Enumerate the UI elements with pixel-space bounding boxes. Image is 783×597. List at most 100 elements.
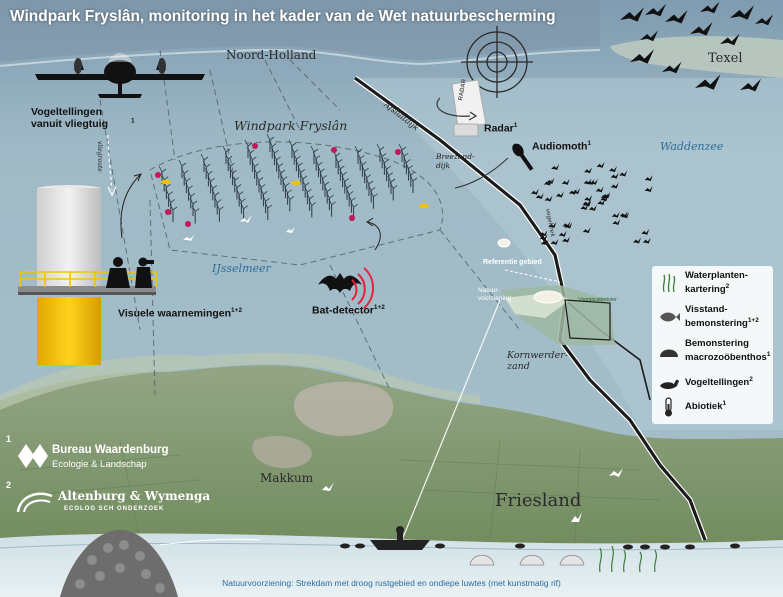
bird bbox=[584, 195, 593, 202]
label-makkum: Makkum bbox=[260, 471, 314, 485]
bird bbox=[630, 49, 654, 64]
wind-turbine bbox=[216, 203, 224, 222]
page-title: Windpark Fryslân, monitoring in het kade… bbox=[10, 8, 556, 25]
wind-turbine bbox=[191, 205, 200, 224]
ducks-on-water bbox=[340, 543, 740, 550]
bird bbox=[612, 218, 621, 225]
wind-turbine bbox=[389, 182, 398, 201]
buoy-marker bbox=[161, 179, 171, 185]
bird bbox=[720, 33, 740, 46]
bat-arrow bbox=[367, 221, 381, 251]
wind-turbine bbox=[189, 197, 198, 216]
plane-icon bbox=[35, 53, 205, 98]
bird bbox=[645, 3, 667, 17]
plane-flight-path bbox=[107, 134, 113, 191]
referentie-spot bbox=[533, 290, 563, 304]
wind-turbine bbox=[308, 199, 317, 218]
wind-turbine bbox=[185, 182, 193, 201]
turbine-marker bbox=[331, 147, 337, 153]
bird bbox=[690, 22, 713, 36]
legend-item: Visstand- bemonstering1+2 bbox=[652, 304, 773, 334]
bird bbox=[695, 74, 721, 90]
label-visuele-waarnemingen: Visuele waarnemingen1+2 bbox=[118, 307, 243, 320]
friesland-land bbox=[0, 365, 783, 560]
wind-turbine bbox=[264, 201, 273, 221]
connector-referentie bbox=[504, 269, 561, 283]
coastal-flats bbox=[0, 352, 480, 410]
bird bbox=[619, 170, 628, 177]
altenburg-name: Altenburg & Wymenga bbox=[58, 489, 211, 503]
label-referentie-gebied: Referentie gebied bbox=[483, 259, 542, 266]
label-bat-detector: Bat-detector1+2 bbox=[312, 304, 385, 317]
bird bbox=[608, 166, 617, 173]
buoy-marker bbox=[419, 203, 429, 209]
bird bbox=[641, 228, 650, 235]
bird bbox=[540, 239, 549, 246]
turbine-marker bbox=[165, 209, 171, 215]
audiomoth-icon bbox=[512, 143, 534, 171]
bird-flock-top bbox=[620, 1, 773, 92]
wind-turbine bbox=[178, 159, 187, 178]
bird bbox=[611, 211, 620, 218]
bat-signal-icon bbox=[351, 267, 374, 309]
island-spot bbox=[497, 238, 511, 248]
bird bbox=[730, 5, 754, 20]
bird bbox=[555, 191, 564, 198]
bird bbox=[562, 221, 571, 228]
vismigratierivier-channel bbox=[564, 299, 611, 341]
label-audiomoth: Audiomoth1 bbox=[532, 140, 592, 153]
bird bbox=[596, 161, 605, 168]
label-waddenzee: Waddenzee bbox=[660, 140, 724, 153]
bird bbox=[561, 178, 570, 185]
legend-item: Bemonstering macrozoöbenthos1 bbox=[652, 338, 773, 368]
texel-island bbox=[610, 36, 783, 78]
noord-holland-land bbox=[0, 0, 600, 62]
legend-item: Abiotiek1 bbox=[652, 394, 773, 424]
wind-turbine bbox=[370, 190, 378, 209]
bird bbox=[562, 236, 571, 243]
boat-icon bbox=[370, 526, 430, 550]
label-radar: Radar1 bbox=[484, 122, 518, 135]
label-vliegroute: vliegroute bbox=[96, 141, 103, 172]
label-kornwerderzand: Kornwerder-zand bbox=[507, 350, 568, 372]
bird bbox=[588, 204, 597, 211]
bird bbox=[580, 204, 589, 211]
wind-turbine bbox=[165, 188, 173, 207]
buoy-marker bbox=[291, 180, 301, 186]
bird bbox=[558, 230, 567, 237]
logo-num-2: 2 bbox=[6, 480, 12, 490]
plane-arrowhead bbox=[107, 186, 117, 197]
altenburg-subtitle: ECOLOG SCH ONDERZOEK bbox=[64, 506, 165, 512]
white-birds bbox=[183, 215, 623, 522]
bird bbox=[548, 221, 557, 228]
turbine-marker bbox=[185, 221, 191, 227]
bird bbox=[662, 61, 682, 74]
bird bbox=[619, 211, 628, 218]
bird bbox=[740, 78, 762, 92]
label-natuurvoorziening: Natuur-voorziening bbox=[478, 287, 512, 302]
turbine-marker bbox=[395, 149, 401, 155]
thermometer-icon bbox=[665, 397, 672, 417]
radar-icon bbox=[436, 26, 533, 137]
label-breezanddijk: Breezand-dijk bbox=[436, 152, 475, 170]
label-friesland: Friesland bbox=[495, 490, 582, 511]
label-windpark: Windpark Fryslân bbox=[234, 118, 348, 133]
bird bbox=[597, 198, 606, 205]
makkum-town bbox=[294, 381, 394, 436]
bird bbox=[530, 188, 539, 195]
bird bbox=[582, 227, 591, 234]
tower-arrow bbox=[120, 174, 141, 239]
legend-item: Vogeltellingen2 bbox=[652, 370, 773, 400]
turbine-marker bbox=[155, 172, 161, 178]
bird bbox=[644, 185, 653, 192]
artificial-reef bbox=[469, 554, 585, 566]
bird bbox=[550, 238, 559, 245]
connector-natuur-bottom bbox=[399, 299, 501, 546]
label-texel: Texel bbox=[708, 51, 743, 66]
bird bbox=[755, 14, 773, 26]
bird bbox=[568, 188, 577, 195]
bird bbox=[642, 237, 651, 244]
bird bbox=[665, 10, 688, 24]
wind-turbines bbox=[155, 133, 429, 227]
